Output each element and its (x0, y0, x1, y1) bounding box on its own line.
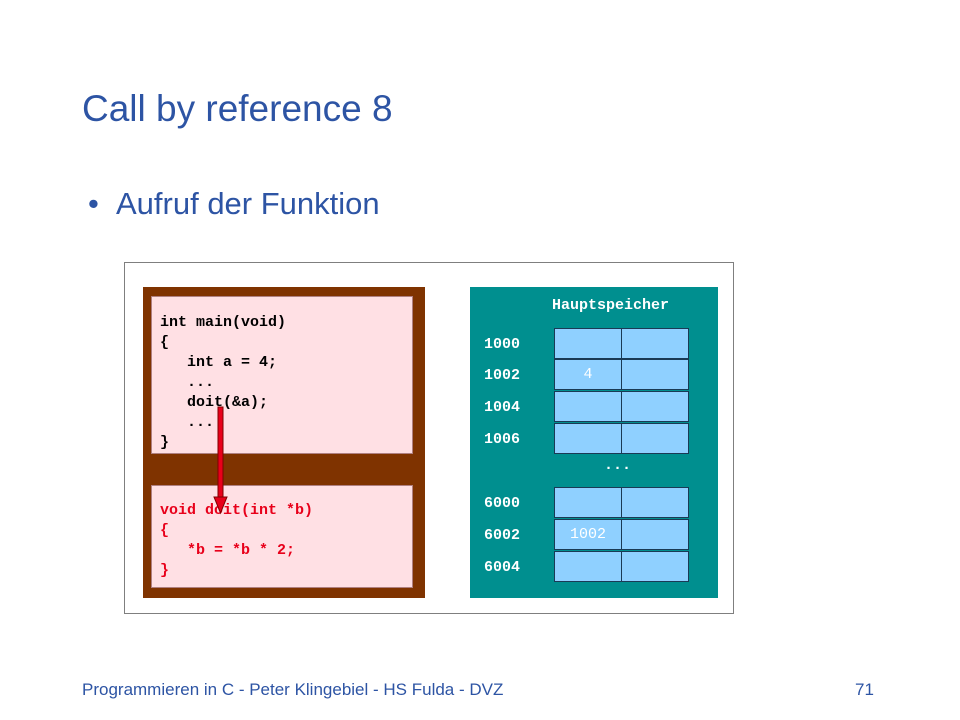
main-function-code: int main(void) { int a = 4; ... doit(&a)… (160, 314, 287, 451)
memory-address-1000: 1000 (484, 336, 521, 353)
memory-cell (554, 551, 622, 582)
doit-code-box: void doit(int *b) { *b = *b * 2; } (151, 485, 413, 588)
memory-address-1004: 1004 (484, 399, 521, 416)
memory-address-6002: 6002 (484, 527, 521, 544)
memory-title: Hauptspeicher (552, 297, 670, 314)
bullet-text: Aufruf der Funktion (116, 186, 380, 221)
memory-address-6004: 6004 (484, 559, 521, 576)
memory-cell (621, 487, 689, 518)
call-by-reference-figure: int main(void) { int a = 4; ... doit(&a)… (124, 262, 734, 614)
memory-cell (621, 423, 689, 454)
memory-cell-value-6002: 1002 (554, 519, 622, 550)
memory-address-1006: 1006 (484, 431, 521, 448)
memory-cell (621, 551, 689, 582)
bullet-marker: • (88, 186, 99, 221)
memory-cell (554, 391, 622, 422)
memory-cell (621, 519, 689, 550)
memory-cell (554, 328, 622, 359)
memory-cell (621, 359, 689, 390)
footer-text: Programmieren in C - Peter Klingebiel - … (82, 680, 504, 699)
page-number: 71 (855, 680, 874, 699)
memory-ellipsis: ... (604, 457, 632, 474)
doit-function-code: void doit(int *b) { *b = *b * 2; } (160, 502, 314, 579)
memory-panel: Hauptspeicher 1000 1002 1004 1006 6000 6… (470, 287, 718, 598)
slide-title: Call by reference 8 (82, 88, 393, 129)
code-frame: int main(void) { int a = 4; ... doit(&a)… (143, 287, 425, 598)
memory-cell (554, 487, 622, 518)
main-code-box: int main(void) { int a = 4; ... doit(&a)… (151, 296, 413, 454)
memory-cell (621, 391, 689, 422)
memory-cell (554, 423, 622, 454)
memory-cell-value-1002: 4 (554, 359, 622, 390)
memory-cell (621, 328, 689, 359)
memory-address-6000: 6000 (484, 495, 521, 512)
memory-address-1002: 1002 (484, 367, 521, 384)
bullet-item: • Aufruf der Funktion (88, 186, 380, 222)
